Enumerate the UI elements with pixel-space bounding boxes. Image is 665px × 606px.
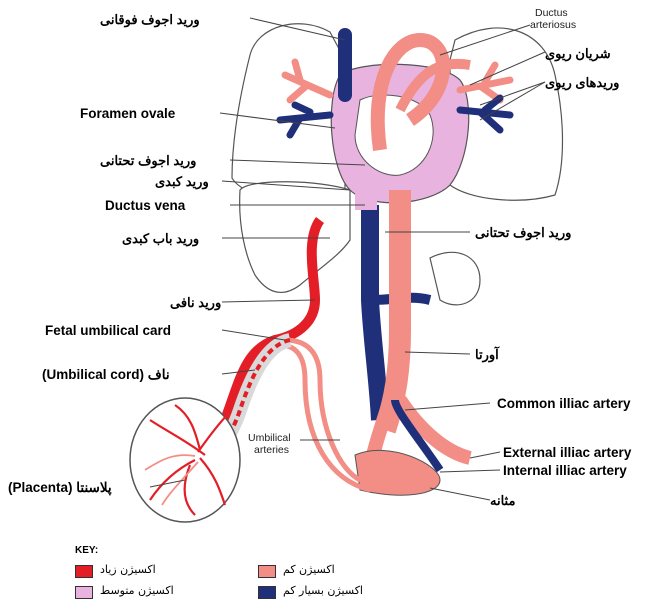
label-common-iliac: Common illiac artery <box>497 396 631 411</box>
label-ductus-arteriosus-2: arteriosus <box>530 19 576 31</box>
label-internal-iliac: Internal illiac artery <box>503 463 627 478</box>
label-pulmonary-artery: شریان ریوی <box>545 46 611 61</box>
left-lung <box>232 24 345 199</box>
hepatic-vein-segment <box>355 185 377 210</box>
kidney <box>430 252 480 305</box>
key-swatch-high <box>75 565 93 578</box>
label-umbilical-arteries-1: Umbilical <box>248 432 291 444</box>
label-ductus-arteriosus-1: Ductus <box>535 7 568 19</box>
label-foramen-ovale: Foramen ovale <box>80 106 175 121</box>
label-umbilical-cord: (Umbilical cord) ناف <box>42 367 170 382</box>
key-title: KEY: <box>75 545 98 556</box>
label-fetal-umbilical-card: Fetal umbilical card <box>45 323 171 338</box>
label-bladder: مثانه <box>490 493 515 508</box>
descending-aorta <box>385 190 400 430</box>
label-umbilical-arteries-2: arteries <box>254 444 289 456</box>
placenta <box>130 398 240 522</box>
label-external-iliac: External illiac artery <box>503 445 631 460</box>
label-placenta: (Placenta) پلاسنتا <box>8 480 112 495</box>
label-ivc-right: ورید اجوف تحتانی <box>475 225 571 240</box>
label-pulmonary-veins: وریدهای ریوی <box>545 75 619 90</box>
inferior-vena-cava <box>370 205 380 420</box>
label-hepatic-vein: ورید کبدی <box>155 174 209 189</box>
key-label-medium: اکسیژن متوسط <box>100 584 174 597</box>
label-umbilical-vein: ورید نافی <box>170 295 221 310</box>
key-swatch-very-low <box>258 586 276 599</box>
label-portal-vein: ورید باب کبدی <box>122 231 199 246</box>
liver <box>240 182 350 293</box>
key-label-high: اکسیژن زیاد <box>100 563 156 576</box>
umbilical-artery-1 <box>285 340 360 480</box>
key-label-very-low: اکسیژن بسیار کم <box>283 584 363 597</box>
label-aorta: آورتا <box>475 347 499 362</box>
label-superior-vena-cava: ورید اجوف فوقانی <box>100 12 200 27</box>
key-label-low: اکسیژن کم <box>283 563 335 576</box>
label-ductus-vena: Ductus vena <box>105 198 185 213</box>
key-swatch-low <box>258 565 276 578</box>
key-swatch-medium <box>75 586 93 599</box>
label-ivc-left: ورید اجوف تحتانی <box>100 153 196 168</box>
